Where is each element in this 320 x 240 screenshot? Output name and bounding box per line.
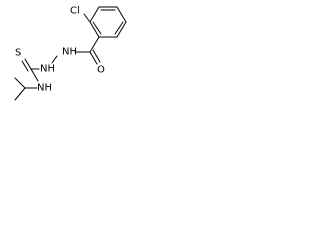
carbonyl-double-bond-a xyxy=(89,51,98,65)
ring-bond-2 xyxy=(116,6,127,23)
thione-sulfur-label: S xyxy=(15,48,21,59)
hydrazide-nh-2-label: NH xyxy=(40,64,55,75)
chemical-structure-diagram: Cl O NH NH S NH xyxy=(0,0,131,106)
hydrazide-nh-1-label: NH xyxy=(62,47,77,58)
ring-to-chlorine-bond xyxy=(83,13,91,23)
thiocarbonyl-to-amine-bond xyxy=(30,68,39,82)
amine-nh-label: NH xyxy=(37,83,52,94)
nh-to-nh-bond xyxy=(51,55,58,64)
isopropyl-branch-down xyxy=(14,87,26,101)
ring-double-bond-inner-2 xyxy=(114,21,124,35)
ring-bond-6 xyxy=(89,6,100,23)
ring-bond-5 xyxy=(89,21,100,38)
ring-to-carbonyl-bond xyxy=(89,36,100,53)
isopropyl-branch-up xyxy=(14,77,26,89)
benzene-ring xyxy=(89,6,127,38)
background xyxy=(0,0,131,106)
thione-double-bond-b xyxy=(21,60,29,72)
ring-bond-3 xyxy=(116,21,127,38)
carbonyl-double-bond-b xyxy=(92,49,101,63)
carbonyl-oxygen-label: O xyxy=(97,65,105,76)
thione-double-bond-a xyxy=(24,58,32,70)
chlorine-atom-label: Cl xyxy=(70,6,80,17)
ring-double-bond-inner-3 xyxy=(92,21,102,35)
